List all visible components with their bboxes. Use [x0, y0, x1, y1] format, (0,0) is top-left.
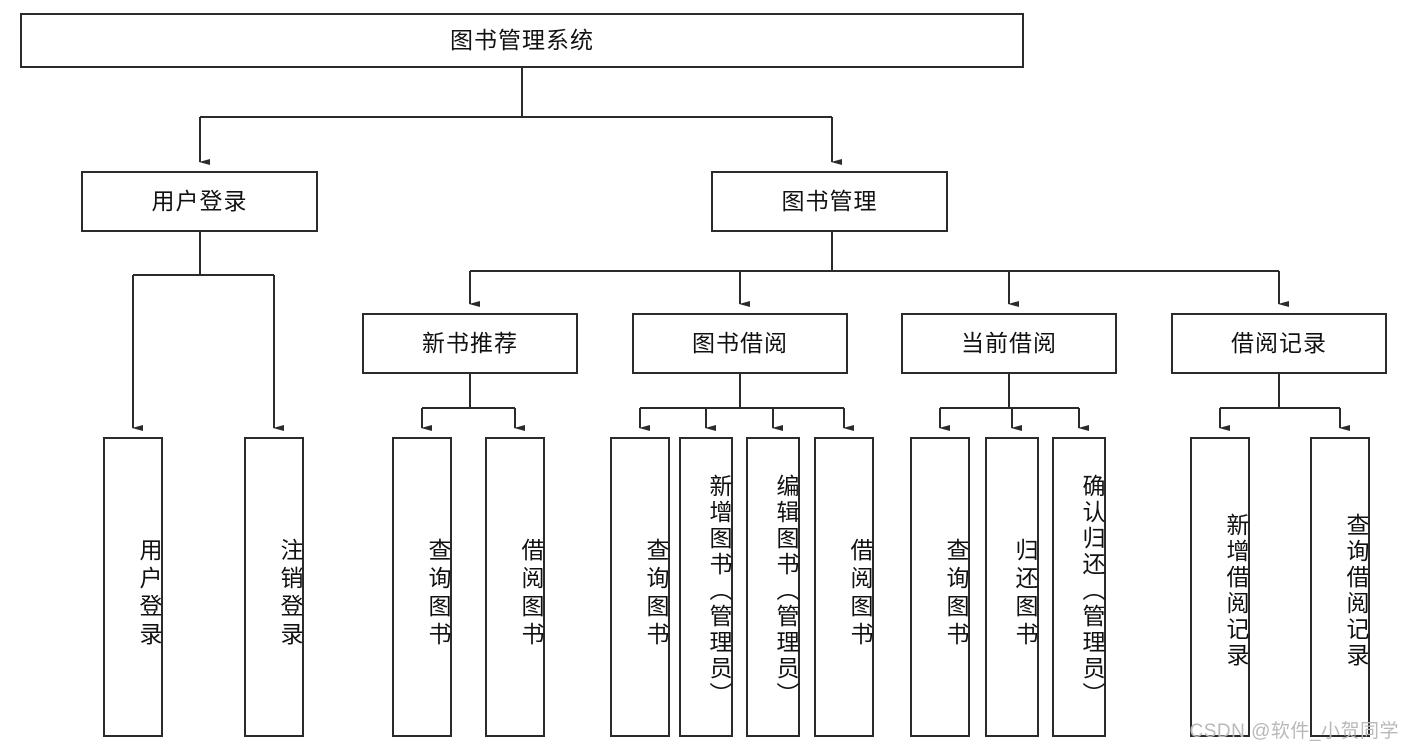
node-leaf-query-book-3-label: 查询图书 — [943, 538, 969, 650]
node-leaf-query-book-2[interactable]: 查询图书 — [610, 437, 670, 737]
node-user-login-label: 用户登录 — [151, 187, 248, 214]
node-book-borrow[interactable]: 图书借阅 — [632, 313, 848, 374]
node-leaf-borrow-book-1[interactable]: 借阅图书 — [485, 437, 545, 737]
node-root-label: 图书管理系统 — [450, 26, 594, 53]
node-book-borrow-label: 图书借阅 — [692, 329, 788, 356]
node-borrow-record[interactable]: 借阅记录 — [1171, 313, 1387, 374]
node-leaf-return-book[interactable]: 归还图书 — [985, 437, 1039, 737]
node-leaf-edit-book-label: 编辑图书（管理员） — [773, 474, 799, 708]
node-leaf-user-logout-label: 注销登录 — [277, 538, 303, 650]
node-leaf-query-book-1-label: 查询图书 — [425, 538, 451, 650]
node-leaf-confirm-return[interactable]: 确认归还（管理员） — [1052, 437, 1106, 737]
node-leaf-user-logout[interactable]: 注销登录 — [244, 437, 304, 737]
node-leaf-edit-book[interactable]: 编辑图书（管理员） — [746, 437, 800, 737]
node-current-borrow-label: 当前借阅 — [961, 329, 1057, 356]
node-leaf-return-book-label: 归还图书 — [1012, 538, 1038, 650]
node-leaf-query-book-3[interactable]: 查询图书 — [910, 437, 970, 737]
node-leaf-add-record[interactable]: 新增借阅记录 — [1190, 437, 1250, 737]
node-leaf-query-record-label: 查询借阅记录 — [1343, 513, 1369, 669]
node-user-login[interactable]: 用户登录 — [81, 171, 318, 232]
node-leaf-add-book-label: 新增图书（管理员） — [706, 474, 732, 708]
csdn-watermark: CSDN @软件_小贺同学 — [1189, 721, 1399, 742]
node-leaf-add-record-label: 新增借阅记录 — [1223, 513, 1249, 669]
node-leaf-borrow-book-2-label: 借阅图书 — [847, 538, 873, 650]
node-leaf-borrow-book-2[interactable]: 借阅图书 — [814, 437, 874, 737]
node-borrow-record-label: 借阅记录 — [1231, 329, 1327, 356]
node-leaf-borrow-book-1-label: 借阅图书 — [518, 538, 544, 650]
node-book-manage-label: 图书管理 — [781, 187, 878, 214]
node-leaf-query-book-1[interactable]: 查询图书 — [392, 437, 452, 737]
node-leaf-add-book[interactable]: 新增图书（管理员） — [679, 437, 733, 737]
node-leaf-query-book-2-label: 查询图书 — [643, 538, 669, 650]
node-book-manage[interactable]: 图书管理 — [711, 171, 948, 232]
node-new-book-rec-label: 新书推荐 — [422, 329, 518, 356]
node-leaf-confirm-return-label: 确认归还（管理员） — [1079, 474, 1105, 708]
node-leaf-user-login[interactable]: 用户登录 — [103, 437, 163, 737]
node-leaf-query-record[interactable]: 查询借阅记录 — [1310, 437, 1370, 737]
node-current-borrow[interactable]: 当前借阅 — [901, 313, 1117, 374]
node-root[interactable]: 图书管理系统 — [20, 13, 1024, 68]
node-new-book-rec[interactable]: 新书推荐 — [362, 313, 578, 374]
node-leaf-user-login-label: 用户登录 — [136, 538, 162, 650]
